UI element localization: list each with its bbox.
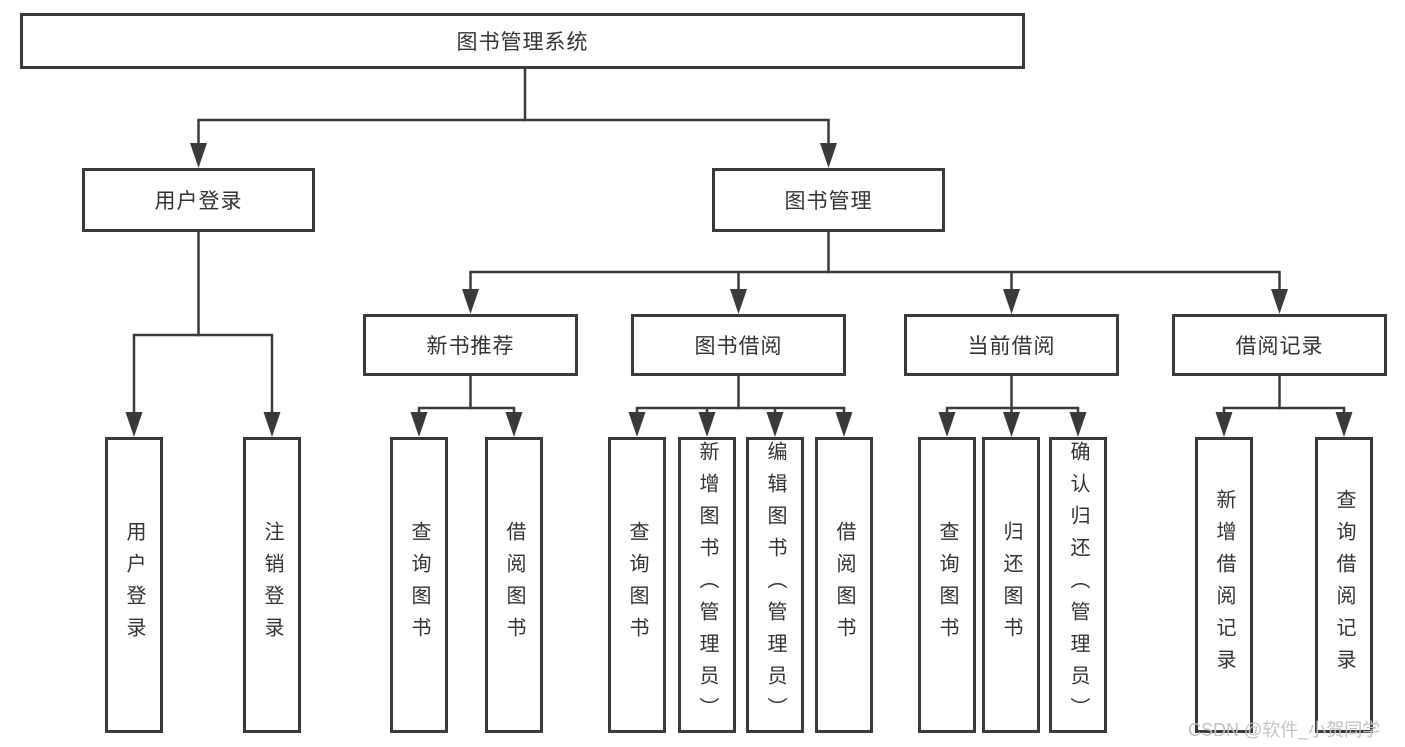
- node-new-book-recommendation: 新书推荐: [363, 314, 578, 376]
- node-book-management: 图书管理: [712, 168, 945, 232]
- leaf-return-books: 归还图书: [982, 437, 1040, 733]
- node-library-management-system: 图书管理系统: [20, 13, 1025, 69]
- leaf-query-books: 查询图书: [918, 437, 976, 733]
- leaf-user-login: 用户登录: [105, 437, 163, 733]
- node-current-borrowing: 当前借阅: [904, 314, 1119, 376]
- leaf-borrow-books: 借阅图书: [485, 437, 543, 733]
- csdn-watermark: CSDN @软件_小贺同学: [1188, 720, 1381, 740]
- leaf-logout: 注销登录: [243, 437, 301, 733]
- leaf-query-books: 查询图书: [390, 437, 448, 733]
- node-book-borrowing: 图书借阅: [631, 314, 846, 376]
- leaf-add-borrow-record: 新增借阅记录: [1195, 437, 1253, 733]
- leaf-confirm-return-admin: 确认归还（管理员）: [1049, 437, 1107, 733]
- leaf-borrow-books: 借阅图书: [815, 437, 873, 733]
- leaf-edit-books-admin: 编辑图书（管理员）: [746, 437, 804, 733]
- leaf-query-books: 查询图书: [608, 437, 666, 733]
- leaf-add-books-admin: 新增图书（管理员）: [678, 437, 736, 733]
- node-user-login: 用户登录: [82, 168, 315, 232]
- leaf-query-borrow-record: 查询借阅记录: [1315, 437, 1373, 733]
- node-borrowing-records: 借阅记录: [1172, 314, 1387, 376]
